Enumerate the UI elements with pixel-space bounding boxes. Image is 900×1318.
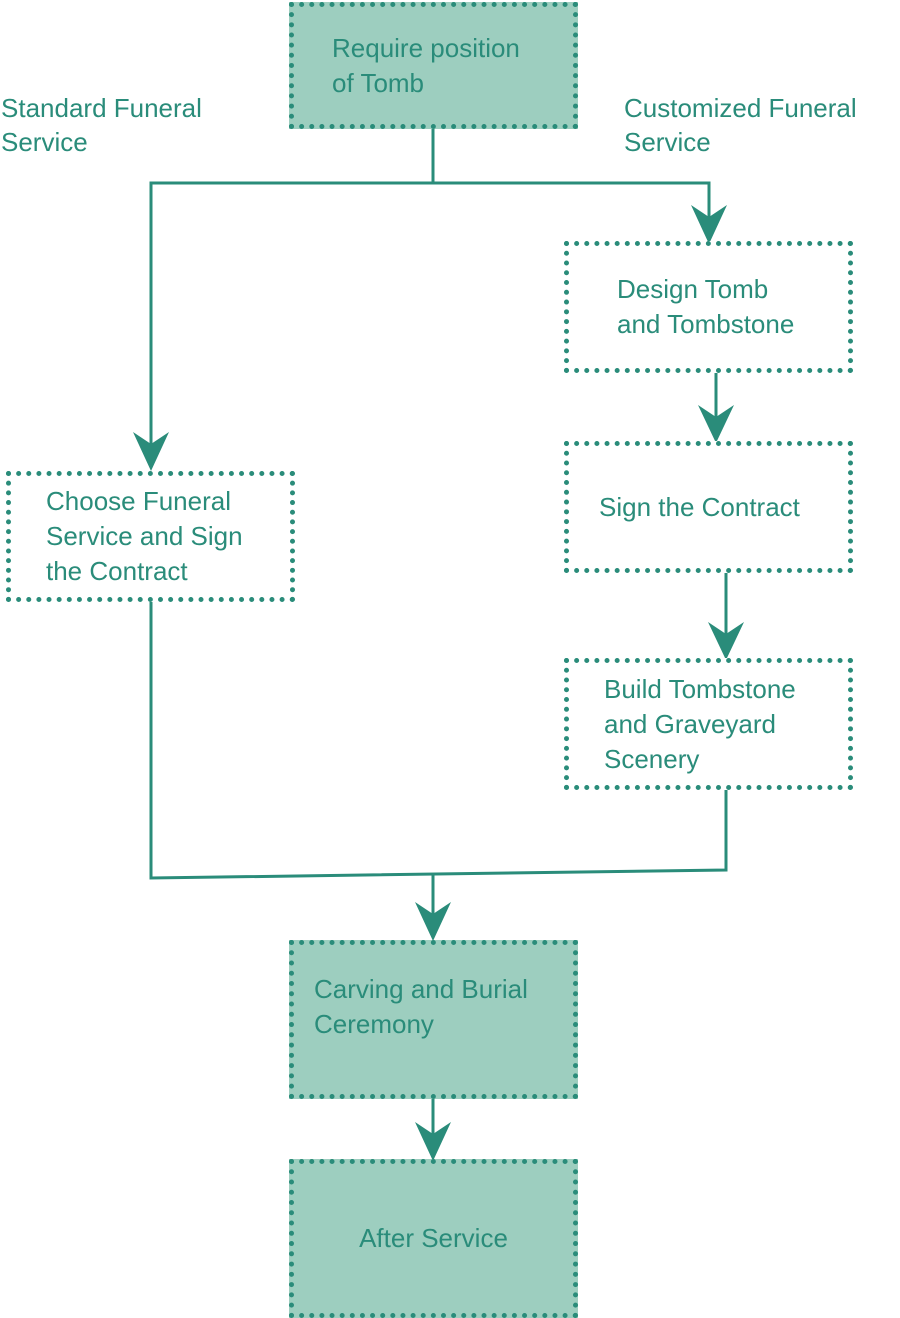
branch-label-standard: Standard Funeral Service <box>1 93 202 157</box>
node-require-position-text: Require position of Tomb <box>332 32 520 98</box>
arrowhead-to-choose <box>133 432 169 471</box>
arrowhead-to-design <box>691 205 727 244</box>
arrowhead-to-after <box>415 1122 451 1161</box>
arrowhead-to-build <box>708 622 744 660</box>
node-design-tomb-text: Design Tomb and Tombstone <box>617 274 795 339</box>
node-after-service-text: After Service <box>359 1223 508 1253</box>
node-choose-service-text: Choose Funeral Service and Sign the Cont… <box>46 486 243 586</box>
node-sign-contract-text: Sign the Contract <box>599 491 800 522</box>
node-after-service: After Service <box>289 1159 578 1318</box>
node-carving-ceremony: Carving and Burial Ceremony <box>289 940 578 1099</box>
arrowhead-to-sign <box>698 405 734 443</box>
node-build-tombstone-text: Build Tombstone and Graveyard Scenery <box>604 673 796 774</box>
node-design-tomb: Design Tomb and Tombstone <box>564 241 853 373</box>
connector-top-to-design <box>433 181 711 228</box>
node-build-tombstone: Build Tombstone and Graveyard Scenery <box>564 658 853 790</box>
arrowhead-to-carving <box>415 902 451 941</box>
node-require-position: Require position of Tomb <box>289 2 578 129</box>
node-sign-contract: Sign the Contract <box>564 441 853 573</box>
branch-label-customized: Customized Funeral Service <box>624 93 857 157</box>
node-carving-ceremony-text: Carving and Burial Ceremony <box>314 973 528 1039</box>
connector-merge <box>149 601 728 880</box>
connector-top-split <box>149 128 435 455</box>
node-choose-service: Choose Funeral Service and Sign the Cont… <box>6 471 295 602</box>
